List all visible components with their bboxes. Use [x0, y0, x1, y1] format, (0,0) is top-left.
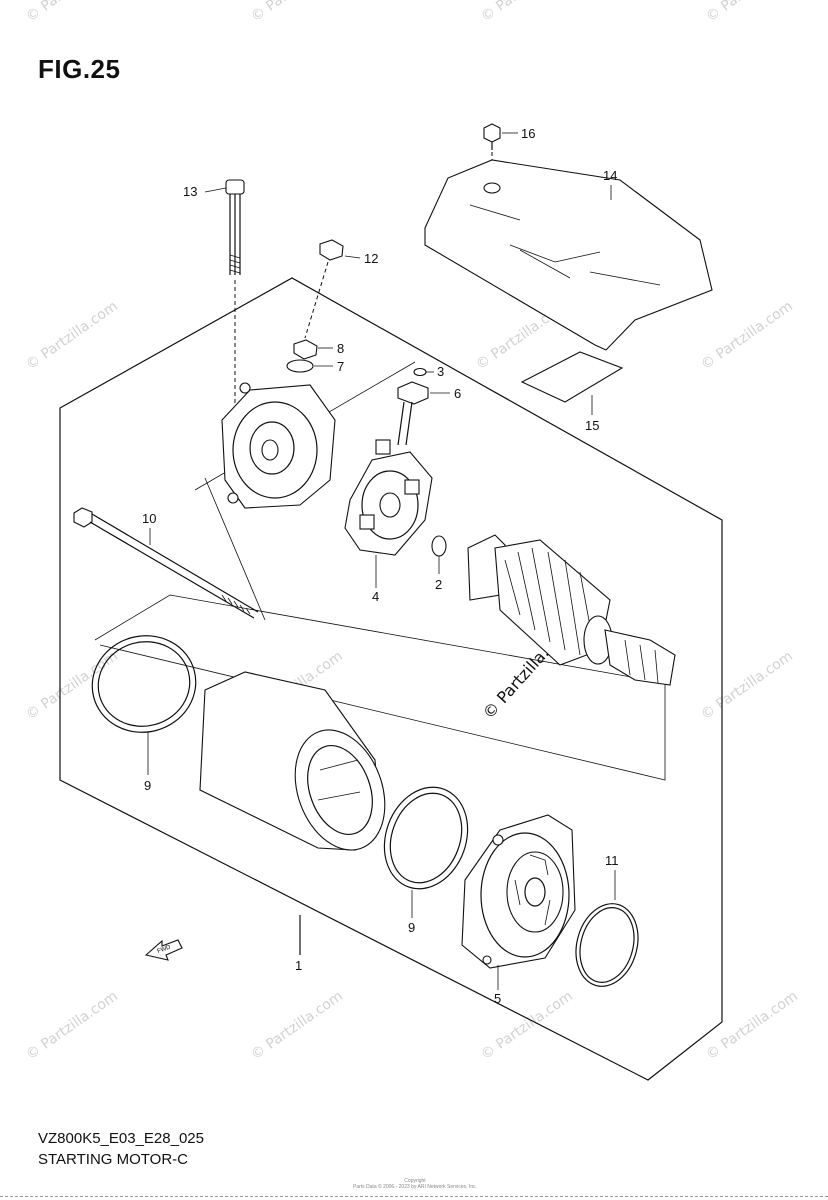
callout-3: 3	[437, 364, 444, 379]
cover-14	[424, 159, 713, 351]
pad-15	[520, 351, 624, 403]
callout-7: 7	[337, 359, 344, 374]
watermark: © Partzilla.com	[703, 0, 801, 25]
callout-8: 8	[337, 341, 344, 356]
callout-1: 1	[295, 958, 302, 973]
callout-5: 5	[494, 991, 501, 1006]
callout-12: 12	[364, 251, 378, 266]
callout-10: 10	[142, 511, 156, 526]
watermark: © Partzilla.com	[23, 988, 121, 1063]
watermark: © Partzilla.com	[478, 988, 576, 1063]
washer-3	[413, 367, 427, 377]
bolt-13	[225, 179, 245, 430]
armature	[467, 534, 676, 686]
callout-2: 2	[435, 577, 442, 592]
sub-frame-line	[204, 477, 266, 621]
leader-lines	[147, 132, 616, 990]
plate-6	[397, 381, 429, 405]
bottom-rule	[0, 1196, 828, 1197]
copyright-line: Parts Data © 2006 - 2023 by ARI Network …	[352, 1184, 478, 1190]
brush-holder-4	[344, 401, 433, 556]
through-bolt-10	[73, 507, 259, 619]
callout-16: 16	[521, 126, 535, 141]
model-code: VZ800K5_E03_E28_025	[38, 1130, 204, 1147]
nut-12	[304, 239, 344, 339]
o-ring-11	[575, 903, 639, 987]
washer-7	[286, 359, 314, 373]
watermark: © Partzilla.com	[698, 648, 796, 723]
watermark: © Partzilla.com	[478, 0, 576, 25]
callout-6: 6	[454, 386, 461, 401]
end-housing	[221, 382, 336, 509]
fwd-arrow-icon: FWD	[144, 939, 183, 961]
watermark: © Partzilla.com	[23, 298, 121, 373]
watermark: © Partzilla.com	[23, 0, 121, 25]
o-ring-9-left	[91, 635, 197, 733]
callout-14: 14	[603, 168, 617, 183]
copyright-note: Copyright Parts Data © 2006 - 2023 by AR…	[330, 1178, 500, 1190]
callout-9b: 9	[408, 920, 415, 935]
watermark: © Partzilla.com	[248, 0, 346, 25]
callout-4: 4	[372, 589, 379, 604]
watermark: © Partzilla.com	[698, 298, 796, 373]
diagram-subtitle: STARTING MOTOR-C	[38, 1151, 188, 1168]
washer-2	[431, 535, 447, 557]
o-ring-9-right	[383, 786, 469, 890]
figure-title: FIG.25	[38, 54, 121, 84]
callout-13: 13	[183, 184, 197, 199]
callout-11: 11	[605, 853, 619, 868]
end-cover-5	[461, 814, 576, 969]
yoke-housing	[199, 671, 386, 851]
watermark: © Partzilla.com	[248, 988, 346, 1063]
copyright-line: Copyright	[404, 1178, 426, 1184]
callout-15: 15	[585, 418, 599, 433]
watermark: © Partzilla.com	[23, 648, 121, 723]
fwd-label: FWD	[157, 944, 173, 955]
nut-8	[293, 339, 318, 360]
assembly-frame	[59, 277, 723, 1081]
callout-labels: 13 12 8 7 3 6 16 14 15 10 2 4 9 9 11 1 5	[142, 126, 619, 1006]
callout-9a: 9	[144, 778, 151, 793]
